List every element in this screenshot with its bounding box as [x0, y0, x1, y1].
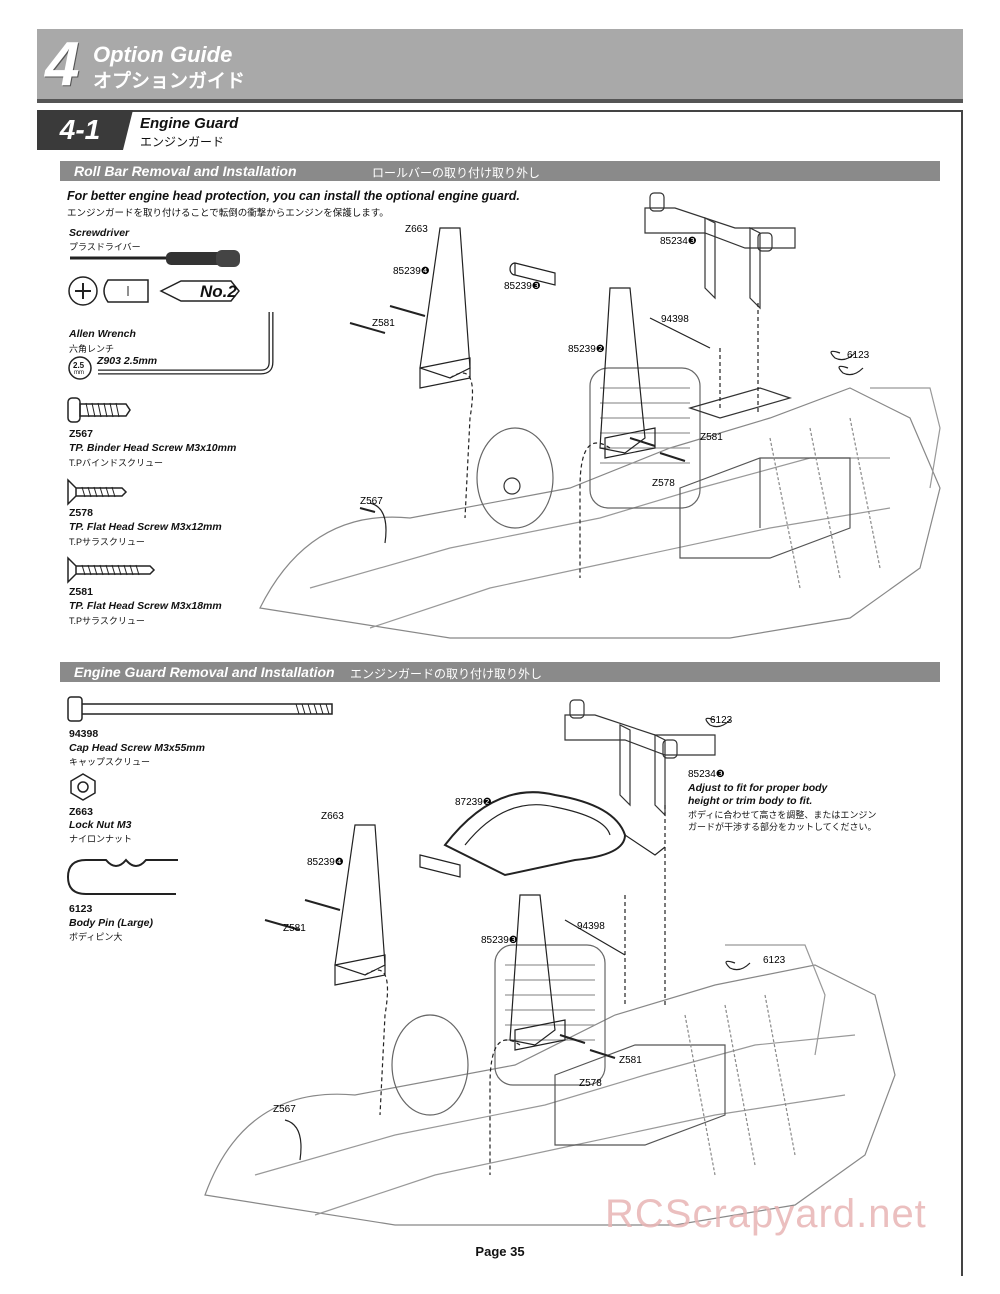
part-name-jp: T.Pサラスクリュー — [69, 616, 145, 626]
header-banner — [37, 29, 963, 99]
screwdriver-icon — [68, 250, 240, 306]
watermark: RCScrapyard.net — [605, 1192, 927, 1236]
flat-screw-18-icon — [67, 556, 156, 584]
binder-screw-icon — [67, 397, 131, 423]
subsection-title: Roll Bar Removal and Installation — [74, 163, 297, 179]
part-code: Z581 — [69, 586, 93, 598]
subsection-title: Engine Guard Removal and Installation — [74, 664, 335, 680]
subsection-bar-roll-bar: Roll Bar Removal and Installation ロールバーの… — [60, 161, 940, 181]
callout-85239-4: 85239❹ — [307, 857, 344, 868]
allen-unit: mm — [74, 370, 84, 376]
callout-z663: Z663 — [405, 224, 428, 235]
callout-6123: 6123 — [847, 350, 870, 361]
part-code: Z578 — [69, 507, 93, 519]
note-text: For better engine head protection, you c… — [67, 189, 520, 203]
part-name: Body Pin (Large) — [69, 917, 154, 929]
allen-wrench-label-jp: 六角レンチ — [69, 344, 115, 354]
part-name-jp: ボディピン大 — [69, 932, 123, 942]
adjust-note: Adjust to fit for proper body — [688, 782, 828, 794]
adjust-note: height or trim body to fit. — [688, 795, 813, 807]
part-name: Cap Head Screw M3x55mm — [69, 742, 205, 754]
section-title: Engine Guard — [140, 115, 239, 132]
callout-z581: Z581 — [700, 432, 723, 443]
section-tab-edge — [123, 110, 133, 150]
part-name-jp: ナイロンナット — [69, 834, 133, 844]
subsection-title-jp: ロールバーの取り付け取り外し — [372, 166, 541, 180]
header-underline — [37, 99, 963, 103]
part-name: TP. Binder Head Screw M3x10mm — [69, 442, 237, 454]
adjust-note-jp: ガードが干渉する部分をカットしてください。 — [688, 822, 877, 832]
callout-85234-3: 85234❸ — [688, 769, 725, 780]
roll-bar-exploded-diagram: Z663 85239❹ 85239❸ 85239❷ 85234❸ 94398 6… — [259, 192, 941, 639]
chapter-subtitle: オプションガイド — [93, 71, 246, 92]
callout-z578: Z578 — [579, 1078, 602, 1089]
no2-label: No.2 — [200, 282, 237, 301]
callout-85239-3: 85239❸ — [504, 281, 541, 292]
subsection-bar-engine-guard: Engine Guard Removal and Installation エン… — [60, 662, 940, 682]
screwdriver-label-jp: プラスドライバー — [69, 242, 141, 252]
callout-z578: Z578 — [652, 478, 675, 489]
callout-94398: 94398 — [577, 921, 605, 932]
page-number: Page 35 — [475, 1244, 525, 1259]
lock-nut-icon — [70, 773, 96, 801]
callout-z581: Z581 — [619, 1055, 642, 1066]
callout-85239-4: 85239❹ — [393, 266, 430, 277]
callout-z567: Z567 — [360, 496, 383, 507]
chapter-number: 4 — [45, 30, 80, 99]
part-name-jp: T.Pサラスクリュー — [69, 537, 145, 547]
allen-size: 2.5 — [73, 361, 85, 370]
screwdriver-label: Screwdriver — [69, 227, 130, 239]
part-name-jp: キャップスクリュー — [69, 757, 151, 767]
callout-6123: 6123 — [763, 955, 786, 966]
allen-code: Z903 2.5mm — [97, 355, 158, 367]
callout-87239-2: 87239❷ — [455, 797, 492, 808]
part-name: TP. Flat Head Screw M3x18mm — [69, 600, 222, 612]
subsection-title-jp: エンジンガードの取り付け取り外し — [350, 667, 543, 681]
callout-z581: Z581 — [283, 923, 306, 934]
part-code: 94398 — [69, 728, 99, 740]
part-code: 6123 — [69, 903, 93, 915]
part-name: TP. Flat Head Screw M3x12mm — [69, 521, 222, 533]
callout-z663: Z663 — [321, 811, 344, 822]
allen-wrench-label: Allen Wrench — [69, 328, 136, 340]
part-name-jp: T.Pバインドスクリュー — [69, 458, 164, 468]
section-frame — [37, 110, 963, 1276]
cap-screw-icon — [67, 696, 333, 722]
callout-z581: Z581 — [372, 318, 395, 329]
note-text-jp: エンジンガードを取り付けることで転倒の衝撃からエンジンを保護します。 — [67, 208, 389, 219]
section-subtitle: エンジンガード — [140, 135, 225, 149]
callout-94398: 94398 — [661, 314, 689, 325]
engine-guard-exploded-diagram: 6123 85234❸ 87239❷ Z663 85239❹ Z581 9439… — [204, 699, 896, 1226]
callout-6123: 6123 — [710, 715, 733, 726]
chapter-title: Option Guide — [93, 42, 233, 67]
callout-85239-2: 85239❷ — [568, 344, 605, 355]
part-name: Lock Nut M3 — [69, 819, 132, 831]
part-code: Z663 — [69, 806, 93, 818]
callout-85239-3: 85239❸ — [481, 935, 518, 946]
body-pin-icon — [66, 858, 178, 895]
callout-85234-3: 85234❸ — [660, 236, 697, 247]
allen-wrench-icon — [68, 312, 274, 380]
section-number: 4-1 — [37, 110, 123, 150]
flat-screw-12-icon — [67, 478, 128, 506]
part-code: Z567 — [69, 428, 93, 440]
callout-z567: Z567 — [273, 1104, 296, 1115]
adjust-note-jp: ボディに合わせて高さを調整、またはエンジン — [688, 810, 877, 820]
